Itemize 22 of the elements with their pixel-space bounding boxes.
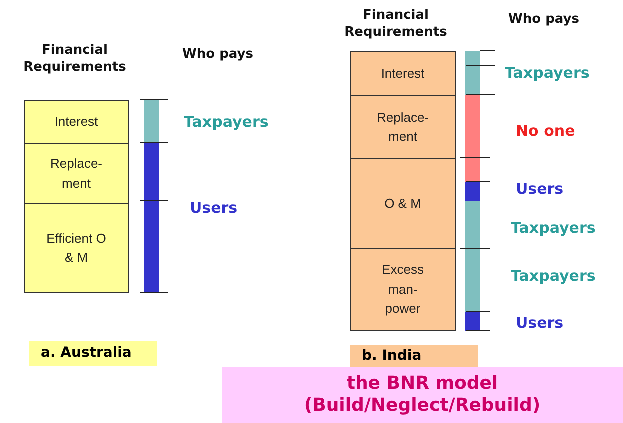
- caption-tag: b. India: [350, 345, 478, 367]
- column-heading: Financial Requirements: [22, 42, 128, 76]
- payer-label: Users: [516, 314, 565, 332]
- payer-label: Users: [516, 180, 565, 198]
- payer-label: Taxpayers: [505, 64, 591, 82]
- requirement-box: Interest: [24, 100, 129, 144]
- requirement-box: Replace- ment: [24, 143, 129, 204]
- requirement-box: Replace- ment: [350, 95, 456, 159]
- requirement-box: Excess man- power: [350, 248, 456, 331]
- requirement-box: O & M: [350, 158, 456, 249]
- requirement-box: Interest: [350, 51, 456, 96]
- caption-tag: a. Australia: [29, 341, 157, 366]
- column-heading: Financial Requirements: [344, 7, 448, 41]
- column-heading: Who pays: [508, 11, 580, 28]
- requirement-box: Efficient O & M: [24, 203, 129, 293]
- column-heading: Who pays: [182, 46, 254, 63]
- title-banner: the BNR model (Build/Neglect/Rebuild): [222, 367, 623, 423]
- payer-label: Users: [190, 199, 239, 217]
- payer-label: No one: [516, 122, 576, 140]
- payer-label: Taxpayers: [511, 219, 597, 237]
- payer-label: Taxpayers: [511, 267, 597, 285]
- payer-label: Taxpayers: [184, 113, 270, 131]
